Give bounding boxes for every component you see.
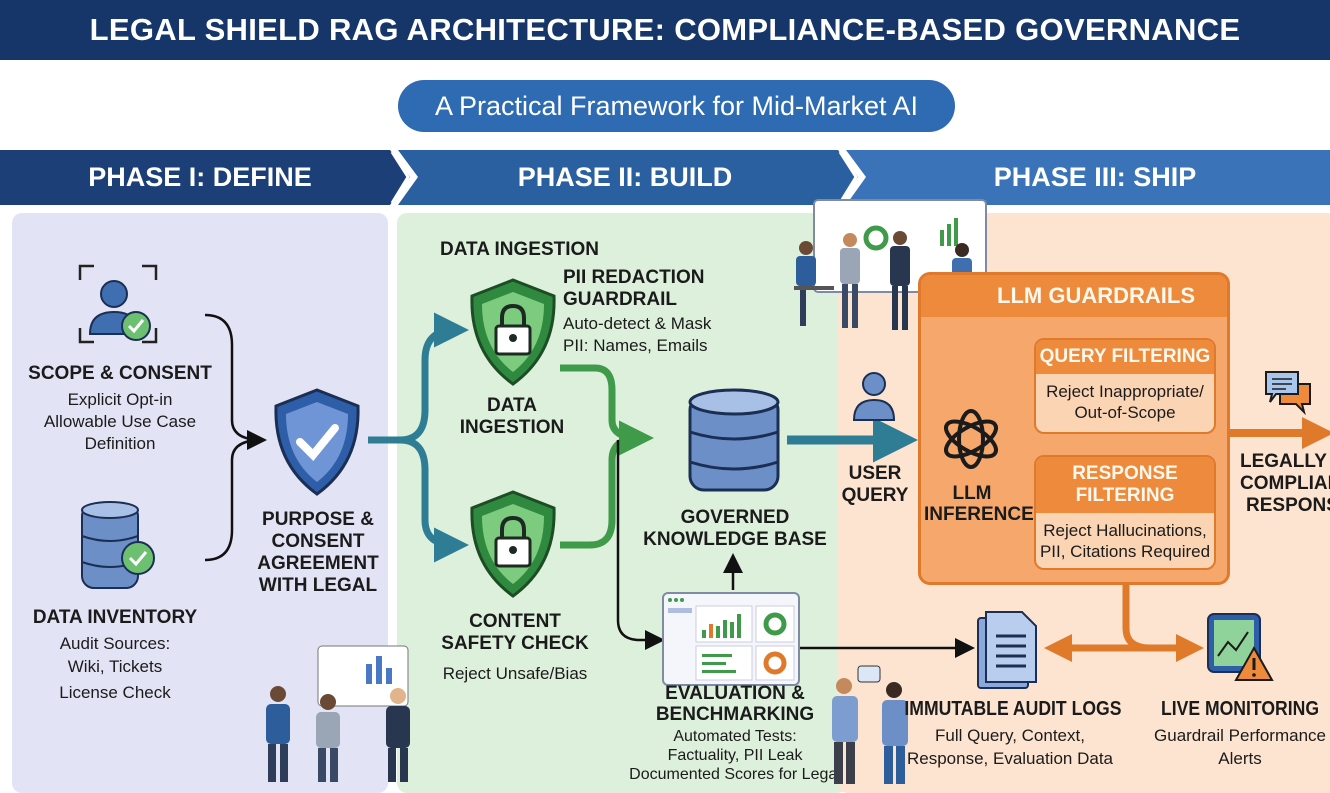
monitoring-line-1: Guardrail Performance xyxy=(1154,726,1326,745)
audit-line-2: Response, Evaluation Data xyxy=(906,749,1114,768)
purpose-line-2: CONSENT xyxy=(271,531,365,552)
scope-line-1: Explicit Opt-in xyxy=(67,390,173,409)
evaluation-dashboard-icon xyxy=(662,592,800,686)
phase-banner xyxy=(0,150,1330,205)
data-inventory-title: DATA INVENTORY xyxy=(32,607,198,628)
response-filter-title-1: RESPONSE xyxy=(1072,463,1178,484)
purpose-line-3: AGREEMENT xyxy=(257,553,379,574)
audit-line-1: Full Query, Context, xyxy=(935,726,1085,745)
user-query-line-2: QUERY xyxy=(841,485,909,506)
purpose-line-4: WITH LEGAL xyxy=(258,575,378,596)
safety-title-line-2: SAFETY CHECK xyxy=(441,633,589,654)
eval-line-2: Factuality, PII Leak xyxy=(667,747,803,764)
llm-logo-icon xyxy=(944,409,998,469)
knowledge-base-database-icon xyxy=(688,388,780,492)
team-meeting-illustration xyxy=(794,199,987,330)
guardrails-title: LLM GUARDRAILS xyxy=(921,275,1227,317)
llm-line-1: LLM xyxy=(952,483,992,504)
eval-title-line-1: EVALUATION & xyxy=(665,683,805,704)
chat-bubbles-icon xyxy=(1265,371,1311,416)
phase-define-label: PHASE I: DEFINE xyxy=(88,162,312,192)
safety-shield-lock-icon xyxy=(470,490,556,598)
query-filtering-box: QUERY FILTERING Reject Inappropriate/Out… xyxy=(1034,338,1216,434)
user-icon xyxy=(852,372,896,421)
database-check-icon xyxy=(81,501,155,589)
inventory-line-3: License Check xyxy=(59,683,171,702)
eval-line-1: Automated Tests: xyxy=(673,728,797,745)
monitoring-screen-icon xyxy=(1207,613,1274,681)
legal-response-line-2: COMPLIANT xyxy=(1240,473,1330,494)
llm-line-2: INFERENCE xyxy=(924,504,1034,525)
user-query-line-1: USER xyxy=(848,463,902,484)
pii-shield-lock-icon xyxy=(470,278,556,386)
inventory-line-1: Audit Sources: xyxy=(59,634,171,653)
ingestion-label-line-1: DATA xyxy=(487,395,537,416)
data-ingestion-header: DATA INGESTION xyxy=(440,239,600,260)
legal-response-line-1: LEGALLY xyxy=(1240,451,1327,472)
response-filter-line-1: Reject Hallucinations, xyxy=(1043,520,1207,540)
user-consent-icon xyxy=(78,264,158,344)
pii-title-line-1: PII REDACTION xyxy=(563,267,705,288)
response-filter-title-2: FILTERING xyxy=(1075,484,1175,506)
scope-line-2: Allowable Use Case xyxy=(43,412,197,431)
purpose-line-1: PURPOSE & xyxy=(262,509,374,530)
page-title: LEGAL SHIELD RAG ARCHITECTURE: COMPLIANC… xyxy=(0,0,1330,60)
scope-consent-title: SCOPE & CONSENT xyxy=(28,363,212,384)
pii-line-2: PII: Names, Emails xyxy=(563,336,708,355)
legal-response-line-3: RESPONSE xyxy=(1246,495,1330,516)
query-filter-line-1: Reject Inappropriate/ xyxy=(1046,381,1204,401)
ingestion-label-line-2: INGESTION xyxy=(459,417,565,438)
eval-title-line-2: BENCHMARKING xyxy=(655,704,815,725)
live-monitoring-title: LIVE MONITORING xyxy=(1160,698,1320,720)
phase-build-label: PHASE II: BUILD xyxy=(517,162,733,192)
monitoring-line-2: Alerts xyxy=(1218,749,1262,768)
inventory-line-2: Wiki, Tickets xyxy=(67,657,163,676)
response-filter-line-2: PII, Citations Required xyxy=(1039,541,1211,561)
query-filter-line-2: Out-of-Scope xyxy=(1074,403,1176,423)
kb-line-2: KNOWLEDGE BASE xyxy=(643,529,827,550)
pii-title-line-2: GUARDRAIL xyxy=(563,289,677,310)
eval-line-3: Documented Scores for Legal xyxy=(629,766,841,783)
safety-title-line-1: CONTENT xyxy=(469,611,561,632)
safety-desc: Reject Unsafe/Bias xyxy=(442,664,588,683)
scope-line-3: Definition xyxy=(84,434,156,453)
phase-ship-label: PHASE III: SHIP xyxy=(993,162,1197,192)
kb-line-1: GOVERNED xyxy=(680,507,790,528)
colleagues-illustration xyxy=(832,665,908,784)
audit-logs-title: IMMUTABLE AUDIT LOGS xyxy=(904,698,1122,720)
team-presentation-illustration xyxy=(266,645,410,782)
pii-line-1: Auto-detect & Mask xyxy=(563,314,712,333)
subtitle-pill: A Practical Framework for Mid-Market AI xyxy=(398,80,955,132)
query-filtering-title: QUERY FILTERING xyxy=(1036,340,1214,374)
audit-log-document-icon xyxy=(977,611,1037,689)
shield-check-icon xyxy=(274,388,360,496)
